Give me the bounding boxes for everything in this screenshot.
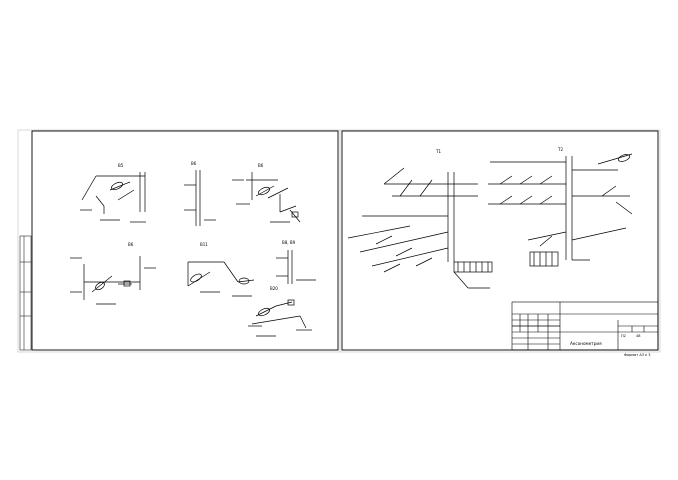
title-t1: Т1: [435, 149, 441, 154]
title-v8-v9: В8, В9: [282, 240, 296, 245]
sheet-count: 48: [636, 334, 640, 338]
format-label: Формат А3 x 3: [624, 353, 650, 357]
left-drawing-frame: [31, 130, 339, 351]
title-v11: В11: [200, 242, 208, 247]
title-v20: В20: [270, 286, 278, 291]
scheme-t1: [347, 167, 493, 289]
scheme-v20: [248, 299, 312, 337]
drawing-name: Аксонометрия: [570, 341, 602, 346]
scheme-v6-lower: [70, 256, 156, 305]
scheme-v6: [184, 170, 216, 226]
title-v6: В6: [191, 161, 197, 166]
sheet-number: П2: [621, 334, 626, 338]
scheme-v5: [80, 172, 146, 223]
scheme-t2: [488, 153, 633, 267]
title-v6-lower: В6: [128, 242, 134, 247]
right-drawing-frame: [341, 130, 659, 351]
binding-stamp: [19, 235, 32, 351]
title-t2: Т2: [557, 147, 563, 152]
title-block: [511, 301, 659, 351]
scheme-v11: [187, 261, 255, 297]
title-v6b: В6: [258, 163, 264, 168]
scheme-v6-right: [232, 172, 301, 223]
right-sheet-frame: [339, 129, 661, 353]
title-v5: В5: [118, 163, 124, 168]
scheme-v8-v9: [276, 250, 316, 284]
